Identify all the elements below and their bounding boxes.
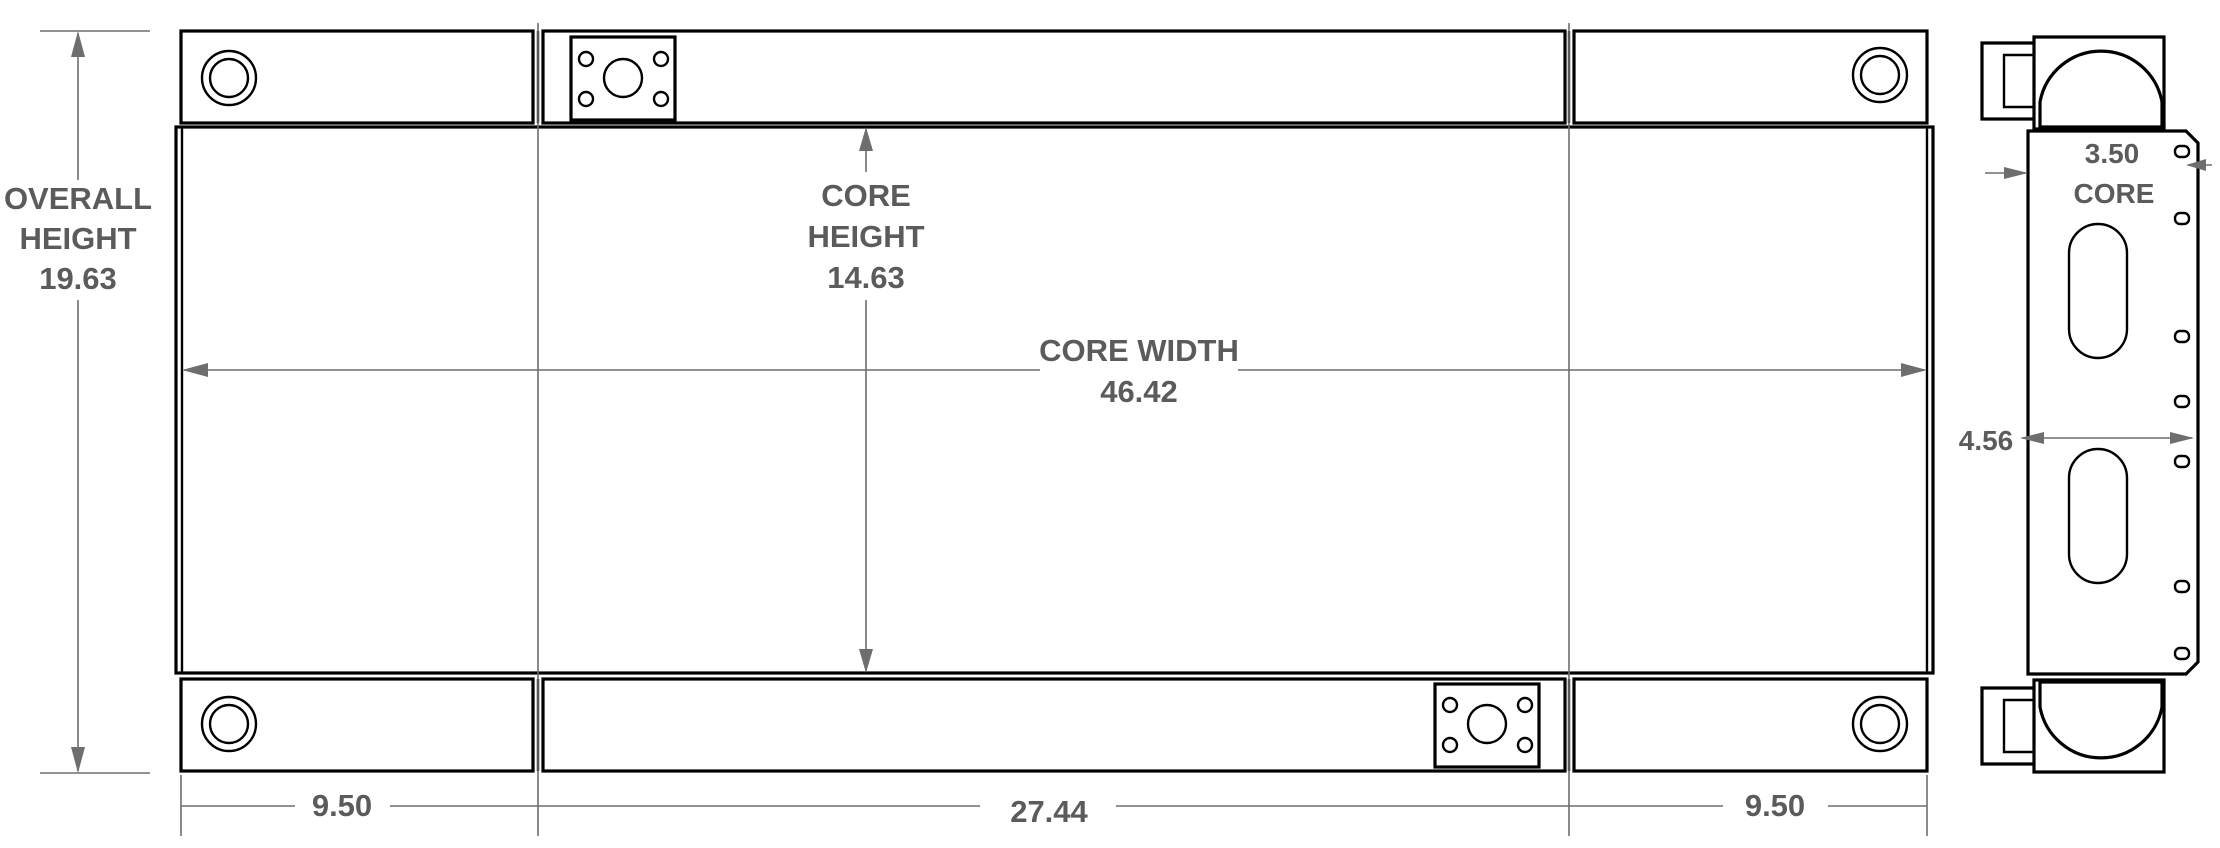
top-middle-tank xyxy=(541,29,1567,125)
side-hole-5 xyxy=(2173,454,2191,469)
core-width-arrow-right xyxy=(1901,363,1927,377)
dimension-labels: OVERALL HEIGHT 19.63 CORE HEIGHT 14.63 C… xyxy=(4,138,2155,829)
front-view xyxy=(174,29,1935,773)
overall-height-arrow-top xyxy=(71,31,85,57)
side-width-value: 4.56 xyxy=(1959,425,2014,456)
core-outline xyxy=(174,125,1935,675)
core-height-label-line1: CORE xyxy=(821,178,911,213)
bottom-left-tank xyxy=(179,677,535,773)
core-depth-value: 3.50 xyxy=(2085,138,2140,169)
middle-span-value: 27.44 xyxy=(1010,794,1088,829)
side-slot-upper xyxy=(2067,222,2129,360)
bottom-middle-tank xyxy=(541,677,1567,773)
bottom-right-tank xyxy=(1572,677,1929,773)
side-hole-3 xyxy=(2173,329,2191,344)
overall-height-label-line2: HEIGHT xyxy=(19,221,136,256)
right-tank-width-value: 9.50 xyxy=(1745,788,1805,823)
port-flange-bottom-icon xyxy=(1433,682,1541,769)
core-depth-arrow-right xyxy=(2186,159,2206,171)
top-left-tank xyxy=(179,29,535,125)
side-slot-lower xyxy=(2067,447,2129,585)
side-hole-7 xyxy=(2173,646,2191,661)
left-tank-width-value: 9.50 xyxy=(312,788,372,823)
mounting-hole-bottom-right-icon xyxy=(1851,695,1909,753)
core-depth-arrow-left xyxy=(2004,167,2028,179)
overall-height-value: 19.63 xyxy=(39,261,117,296)
core-height-arrow-bottom xyxy=(859,649,873,673)
core-depth-label: CORE xyxy=(2074,178,2155,209)
side-hole-6 xyxy=(2173,579,2191,594)
side-width-arrow-right xyxy=(2170,432,2194,444)
mounting-hole-bottom-left-icon xyxy=(200,695,258,753)
side-hole-1 xyxy=(2173,144,2191,159)
dimensions xyxy=(40,23,2212,836)
overall-height-label-line1: OVERALL xyxy=(4,181,152,216)
side-core-panel xyxy=(2026,129,2200,676)
core-height-value: 14.63 xyxy=(827,260,905,295)
side-view xyxy=(1980,35,2200,774)
side-hole-2 xyxy=(2173,211,2191,226)
port-flange-top-icon xyxy=(569,35,677,122)
core-width-arrow-left xyxy=(182,363,208,377)
mounting-hole-top-right-icon xyxy=(1851,46,1909,104)
core-height-label-line2: HEIGHT xyxy=(807,219,924,254)
mounting-hole-top-left-icon xyxy=(200,49,258,107)
top-right-tank xyxy=(1572,29,1929,125)
overall-height-arrow-bottom xyxy=(71,747,85,773)
core-width-value: 46.42 xyxy=(1100,374,1178,409)
side-width-arrow-left xyxy=(2020,432,2044,444)
side-top-dome xyxy=(2038,49,2164,129)
side-hole-4 xyxy=(2173,394,2191,409)
core-height-arrow-top xyxy=(859,127,873,151)
side-bottom-dome xyxy=(2038,680,2164,760)
core-width-label: CORE WIDTH xyxy=(1039,333,1239,368)
